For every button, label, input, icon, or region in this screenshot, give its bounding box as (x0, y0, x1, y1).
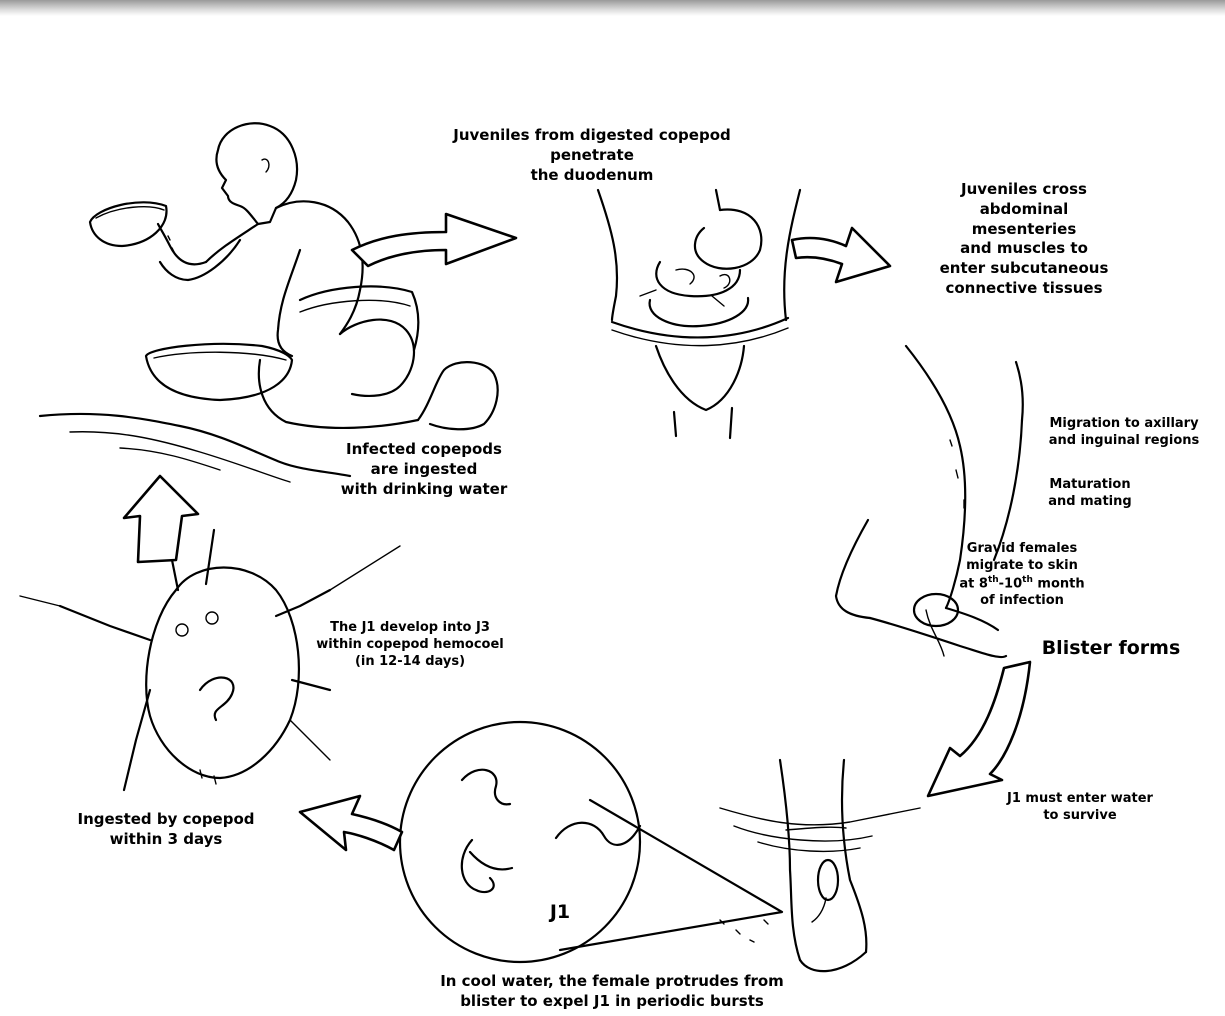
label-infected-copepods: Infected copepods are ingested with drin… (300, 440, 548, 499)
arrow-to-copepod (300, 796, 402, 850)
label-juveniles-cross: Juveniles cross abdominal mesenteries an… (904, 180, 1144, 299)
j1-magnified-illustration (400, 722, 782, 962)
label-j1-develop: The J1 develop into J3 within copepod he… (296, 620, 524, 671)
label-blister-forms: Blister forms (1016, 636, 1206, 661)
label-juveniles-duodenum: Juveniles from digested copepod penetrat… (382, 126, 802, 185)
arrow-to-duodenum (352, 214, 516, 266)
arrow-to-man (124, 476, 198, 562)
label-j1-enter-water: J1 must enter water to survive (982, 791, 1178, 825)
label-female-protrudes: In cool water, the female protrudes from… (384, 972, 840, 1012)
abdomen-illustration (598, 190, 800, 438)
leg-blister-illustration (836, 346, 1023, 657)
label-j1: J1 (530, 900, 590, 925)
arrow-to-foot (928, 662, 1030, 796)
label-ingested-by-copepod: Ingested by copepod within 3 days (38, 810, 294, 850)
label-gravid-females: Gravid females migrate to skin at 8th-10… (934, 541, 1110, 610)
arrow-to-tissues (792, 228, 890, 282)
label-maturation: Maturation and mating (1018, 477, 1162, 511)
label-migration: Migration to axillary and inguinal regio… (1024, 416, 1224, 450)
